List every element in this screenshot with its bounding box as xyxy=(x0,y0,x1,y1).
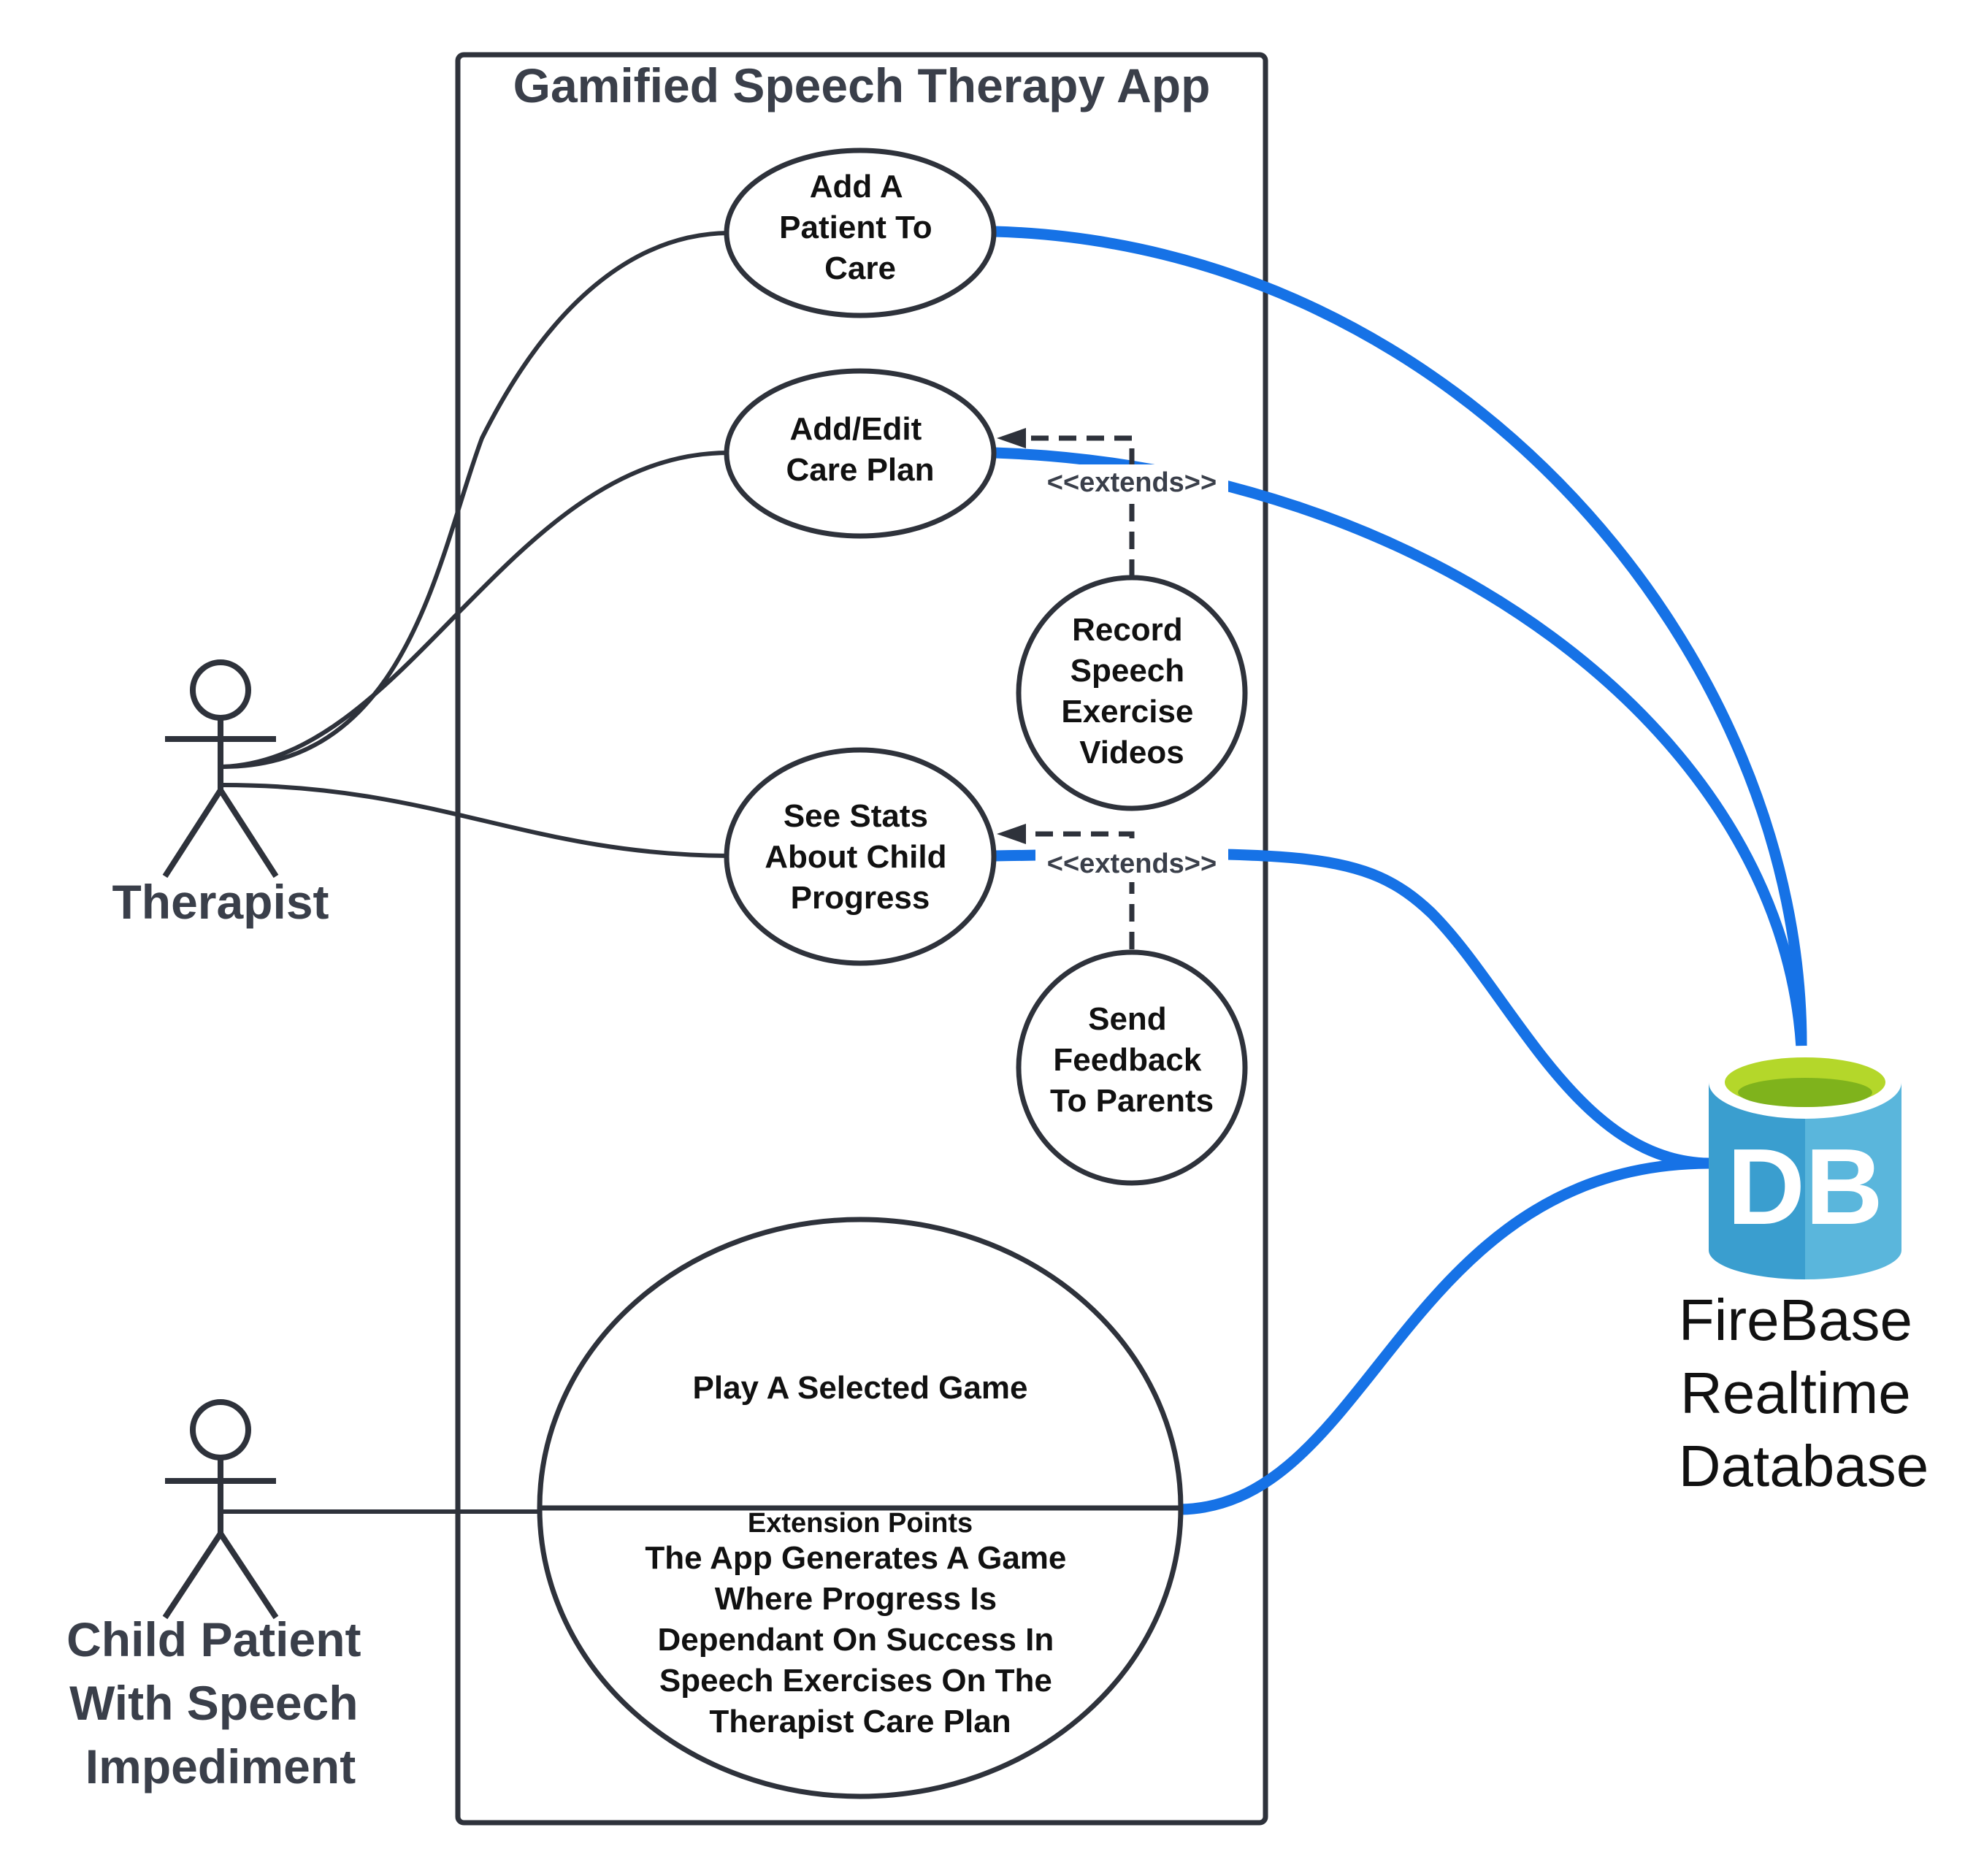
care-plan-label: Add/Edit Care Plan xyxy=(786,411,935,488)
extends-label-2: <<extends>> xyxy=(1047,849,1217,879)
extends-arrowhead-2 xyxy=(997,824,1026,844)
use-case-care-plan[interactable] xyxy=(724,368,997,539)
db-link-play-game xyxy=(1180,1157,1709,1515)
record-videos-label: Record Speech Exercise Videos xyxy=(1061,612,1202,770)
use-case-record-videos[interactable] xyxy=(1016,575,1248,811)
system-title: Gamified Speech Therapy App xyxy=(513,58,1211,112)
extension-points-header: Extension Points xyxy=(748,1508,973,1539)
assoc-therapist-see-stats xyxy=(222,783,729,858)
send-feedback-label: Send Feedback To Parents xyxy=(1050,1001,1214,1119)
play-game-title: Play A Selected Game xyxy=(693,1370,1028,1406)
system-boundary xyxy=(455,52,1268,1826)
use-case-send-feedback[interactable] xyxy=(1016,949,1248,1186)
db-link-add-patient xyxy=(994,226,1807,1049)
see-stats-label: See Stats About Child Progress xyxy=(765,798,956,916)
assoc-therapist-care-plan xyxy=(222,451,729,769)
child-head xyxy=(190,1399,251,1460)
extends-line-feedback xyxy=(1022,831,1135,949)
use-case-add-patient[interactable] xyxy=(724,148,997,318)
extends-label-1: <<extends>> xyxy=(1047,467,1217,498)
therapist-label: Therapist xyxy=(112,875,329,929)
add-patient-label: Add A Patient To Care xyxy=(779,169,941,286)
therapist-actor[interactable] xyxy=(162,659,279,878)
db-icon-text: DB xyxy=(1727,1127,1883,1247)
database-label: FireBase Realtime Database xyxy=(1679,1287,1929,1498)
database-icon: DB xyxy=(1709,1046,1901,1279)
child-patient-label: Child Patient With Speech Impediment xyxy=(66,1612,375,1793)
extension-points-text: The App Generates A Game Where Progress … xyxy=(645,1540,1075,1739)
use-case-see-stats[interactable] xyxy=(724,747,997,966)
extends-line-record xyxy=(1022,435,1135,577)
therapist-head xyxy=(190,659,251,721)
child-patient-actor[interactable] xyxy=(162,1399,279,1620)
extends-arrowhead-1 xyxy=(997,428,1026,448)
assoc-therapist-add-patient xyxy=(222,231,729,769)
